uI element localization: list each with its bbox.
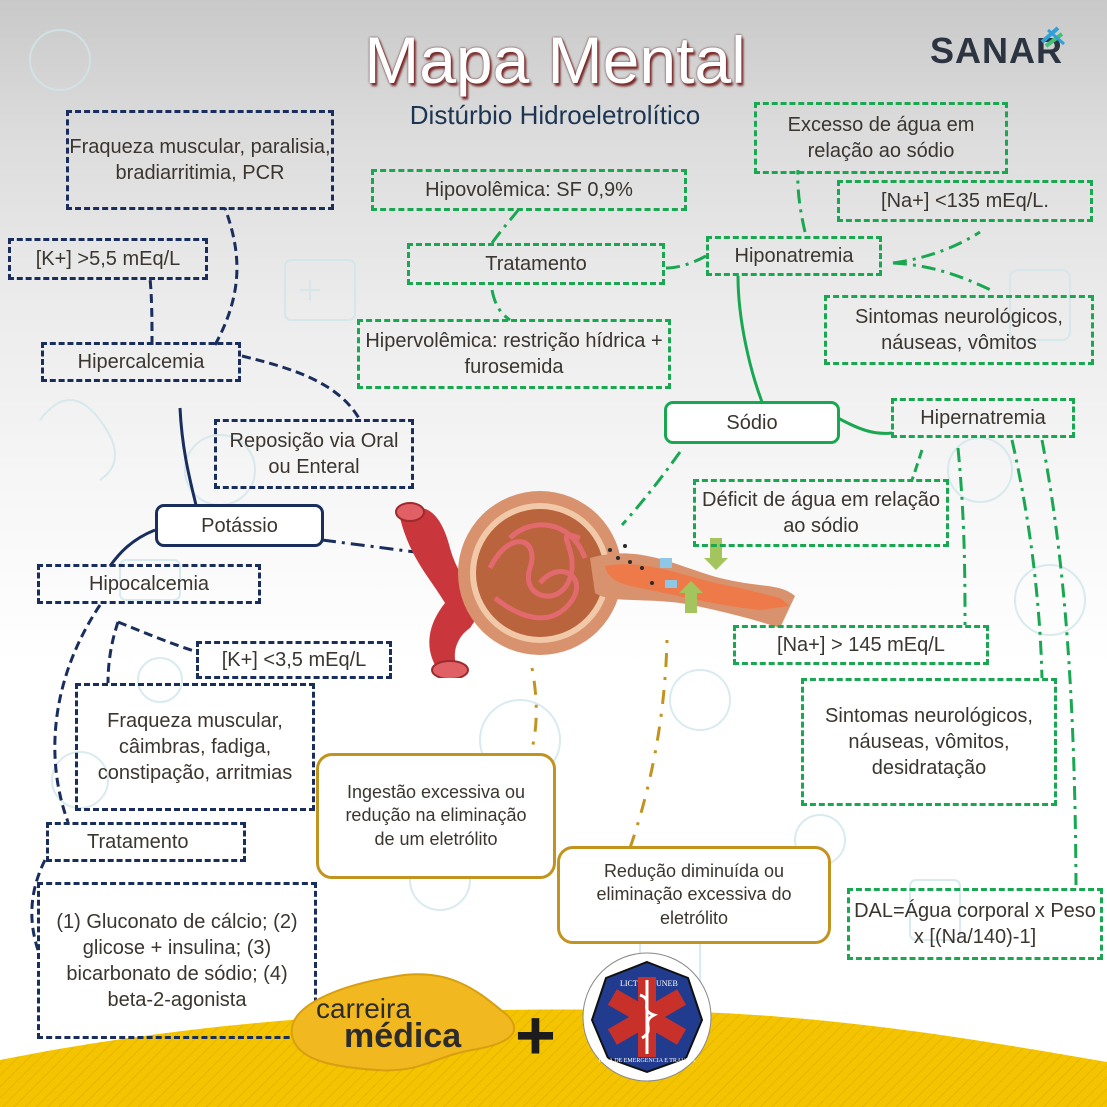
hipovolemica-box: Hipovolêmica: SF 0,9% — [371, 169, 687, 211]
connector-hipercalemia-symptoms — [148, 277, 154, 346]
carreira-medica-line2: médica — [344, 1017, 462, 1055]
liga-logo-text-left: LICT — [620, 979, 638, 988]
connector-hipernatremia-formula — [1040, 439, 1078, 886]
connector-hipercalemia-treatment — [241, 354, 362, 421]
connector-hiponatremia-definition — [796, 169, 807, 233]
liga-logo-text-bottom: LIGA DE EMERGENCIA E TRAUMA — [599, 1058, 696, 1064]
hipocalemia-node[interactable]: Hipocalcemia — [37, 564, 261, 604]
connector-hiponatremia-tratamento — [665, 254, 707, 270]
connector-hipercalemia-symptoms2 — [213, 207, 239, 346]
hipercalemia-node[interactable]: Hipercalcemia — [41, 342, 241, 382]
hipocalemia-treatment-box: (1) Gluconato de cálcio; (2) glicose + i… — [37, 882, 317, 1039]
plus-icon: + — [515, 996, 556, 1074]
sanar-logo: SANAR — [930, 26, 1065, 72]
sanar-logo-text: SANAR — [930, 30, 1064, 71]
connector-kidney-deficit — [628, 639, 669, 849]
connector-hipernatremia-definition — [910, 449, 924, 481]
carreira-medica-blob — [290, 973, 515, 1072]
connector-potassium-hipercalemia — [178, 407, 198, 506]
hipernatremia-formula-box: DAL=Água corporal x Peso x [(Na/140)-1] — [847, 888, 1103, 960]
sodium-node[interactable]: Sódio — [664, 401, 840, 444]
hipervolemica-box: Hipervolêmica: restrição hídrica + furos… — [357, 319, 671, 389]
hipernatremia-level-box: [Na+] > 145 mEq/L — [733, 625, 989, 665]
hiponatremia-definition-box: Excesso de água em relação ao sódio — [754, 102, 1008, 174]
liga-logo-text-right: UNEB — [656, 979, 678, 988]
cause-deficit-box: Redução diminuída ou eliminação excessiv… — [557, 846, 831, 944]
hiponatremia-node[interactable]: Hiponatremia — [706, 236, 882, 276]
hipocalemia-level-box: [K+] <3,5 mEq/L — [196, 641, 392, 679]
hipernatremia-definition-box: Déficit de água em relação ao sódio — [693, 479, 949, 547]
connector-hipernatremia-level — [956, 447, 967, 626]
hipernatremia-symptoms-box: Sintomas neurológicos, náuseas, vômitos,… — [801, 678, 1057, 806]
page-title: Mapa Mental — [364, 23, 746, 97]
sanar-logo-icon — [1040, 26, 1065, 48]
hipercalemia-symptoms-box: Fraqueza muscular, paralisia, bradiarrit… — [66, 110, 334, 210]
connector-hipocalemia-treatment — [53, 604, 102, 823]
connector-sodium-kidney — [620, 451, 682, 527]
liga-emergencia-trauma-logo: LICT UNEB LIGA DE EMERGENCIA E TRAUMA — [580, 950, 714, 1089]
hipercalemia-level-box: [K+] >5,5 mEq/L — [8, 238, 208, 280]
hipercalemia-treatment-box: Reposição via Oral ou Enteral — [214, 419, 414, 489]
connector-treatment-details — [30, 859, 47, 951]
hipocalemia-symptoms-box: Fraqueza muscular, câimbras, fadiga, con… — [75, 683, 315, 811]
connector-kidney-excess — [528, 667, 538, 757]
hipernatremia-node[interactable]: Hipernatremia — [891, 398, 1075, 438]
hiponatremia-symptoms-box: Sintomas neurológicos, náuseas, vômitos — [824, 295, 1094, 365]
nephron-illustration — [395, 491, 795, 678]
connector-tratamento-hipovolemica — [490, 204, 524, 244]
connector-potassium-hipocalemia — [108, 528, 156, 567]
connector-potassium-kidney — [321, 538, 416, 554]
carreira-medica-logo: carreira médica — [282, 965, 522, 1080]
connector-sodium-hiponatremia — [736, 275, 764, 403]
connector-hipocalemia-level — [117, 620, 198, 654]
connector-tratamento-hipervolemica — [490, 289, 511, 322]
connector-hipernatremia-symptoms — [1010, 439, 1044, 679]
cause-excess-box: Ingestão excessiva ou redução na elimina… — [316, 753, 556, 879]
carreira-medica-line1: carreira — [316, 993, 411, 1024]
hiponatremia-treatment-node[interactable]: Tratamento — [407, 243, 665, 285]
potassium-node[interactable]: Potássio — [155, 504, 324, 547]
connector-hiponatremia-symptoms — [892, 261, 996, 294]
connector-sodium-hipernatremia — [837, 416, 893, 435]
connector-hipocalemia-symptoms — [106, 621, 120, 684]
hipocalemia-treatment-node[interactable]: Tratamento — [46, 822, 246, 862]
hiponatremia-level-box: [Na+] <135 mEq/L. — [837, 180, 1093, 222]
connector-hiponatremia-level — [892, 230, 981, 265]
page-subtitle: Distúrbio Hidroeletrolítico — [409, 100, 701, 130]
